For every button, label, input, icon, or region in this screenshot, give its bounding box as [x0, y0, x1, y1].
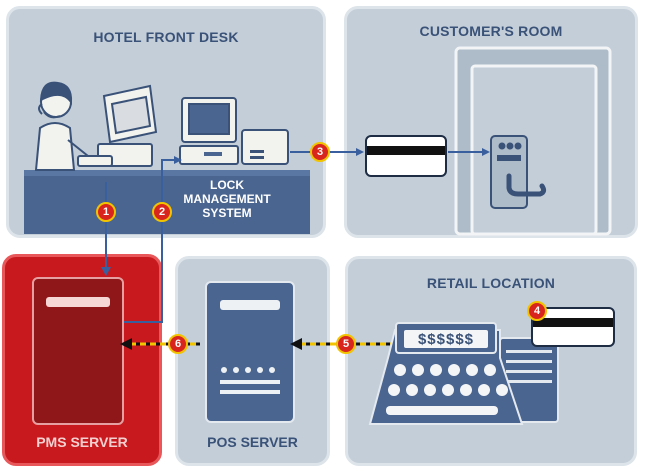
lock-label-line-3: SYSTEM [202, 206, 252, 220]
hotel-front-desk-title: HOTEL FRONT DESK [93, 29, 239, 45]
step-badge-2: 2 [152, 202, 172, 222]
step-badge-4: 4 [527, 301, 547, 321]
pos-server-icon [205, 281, 295, 423]
room-door-icon [454, 46, 612, 236]
arrow-head-to-lock-system [174, 156, 182, 164]
receptionist-figure [34, 81, 89, 171]
retail-location-title: RETAIL LOCATION [426, 275, 556, 291]
lock-label-line-2: MANAGEMENT [183, 192, 271, 206]
retail-payment-card-icon [531, 307, 615, 347]
arrow-head-to-lock [482, 148, 490, 156]
lock-management-computer-icon [179, 97, 239, 165]
step-badge-1: 1 [96, 202, 116, 222]
arrow-head-to-pms [101, 267, 111, 276]
pms-server-label: PMS SERVER [36, 434, 128, 450]
key-card-icon [365, 135, 447, 177]
card-encoder-icon [241, 129, 289, 165]
register-display-text: $$$$$$ [417, 331, 475, 348]
step-badge-5: 5 [336, 334, 356, 354]
front-desk-computer-icon [77, 84, 158, 167]
arrow-head-to-card [356, 148, 364, 156]
front-desk-counter [24, 170, 310, 234]
step-badge-6: 6 [168, 334, 188, 354]
lock-management-label: LOCK MANAGEMENT SYSTEM [182, 178, 272, 220]
lock-label-line-1: LOCK [210, 178, 244, 192]
step-badge-3: 3 [310, 142, 330, 162]
dashed-data-flows [120, 338, 392, 350]
pms-server-icon [32, 277, 124, 425]
door-lock-icon [490, 135, 547, 209]
pos-server-label: POS SERVER [207, 434, 298, 450]
cash-register-icon [368, 322, 559, 425]
customer-room-title: CUSTOMER'S ROOM [419, 23, 563, 39]
